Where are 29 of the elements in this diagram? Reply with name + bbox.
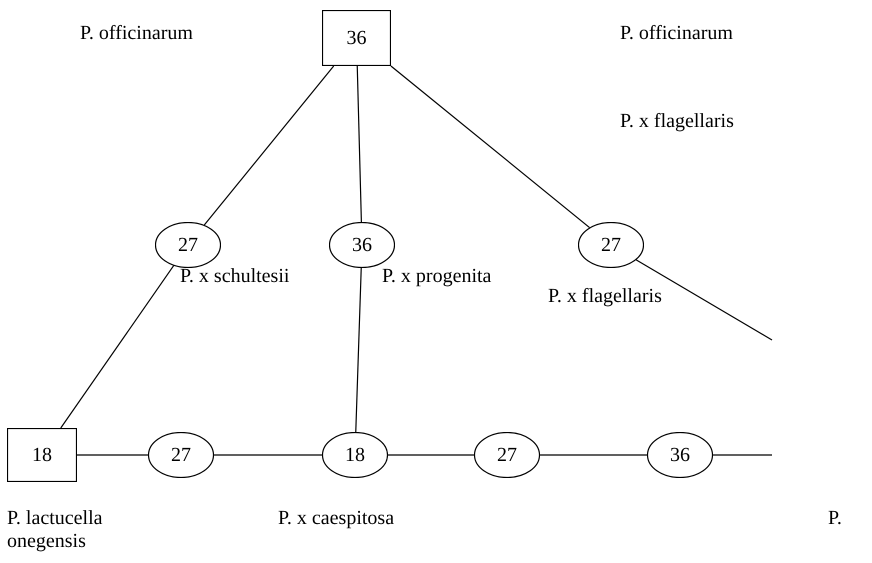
taxon-label: P.	[828, 507, 842, 530]
taxon-label: P. officinarum	[80, 22, 193, 45]
connector-line	[540, 454, 647, 456]
taxon-label: P. x schultesii	[180, 265, 290, 288]
connector-line	[636, 259, 772, 341]
connector-line	[713, 454, 772, 456]
taxon-label: P. lactucella onegensis	[7, 507, 104, 553]
connector-line	[355, 268, 362, 432]
chromosome-number: 36	[352, 235, 372, 255]
taxon-label: P. x progenita	[382, 265, 492, 288]
connector-line	[60, 265, 174, 428]
connector-line	[388, 454, 474, 456]
chromosome-number: 18	[32, 445, 52, 465]
connector-line	[390, 66, 590, 228]
chromosome-number: 36	[670, 445, 690, 465]
taxon-label: P. x flagellaris	[548, 285, 662, 308]
taxon-label: P. x caespitosa	[278, 507, 394, 530]
connector-line	[214, 454, 322, 456]
connector-line	[77, 454, 148, 456]
chromosome-number: 27	[497, 445, 517, 465]
chromosome-number: 36	[346, 28, 366, 48]
chromosome-number: 27	[178, 235, 198, 255]
connector-line	[204, 66, 334, 226]
chromosome-number: 27	[601, 235, 621, 255]
chromosome-number: 27	[171, 445, 191, 465]
taxon-label: P. officinarum	[620, 22, 733, 45]
taxon-label: P. x flagellaris	[620, 110, 734, 133]
connector-line	[356, 66, 362, 222]
chromosome-number: 18	[345, 445, 365, 465]
